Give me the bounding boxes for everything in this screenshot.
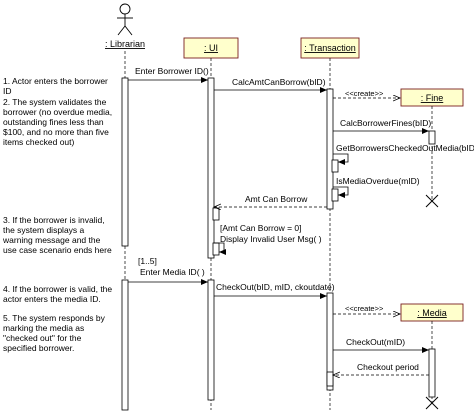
enter-media-id-label: Enter Media ID( ) xyxy=(140,267,205,277)
ui-label: : UI xyxy=(204,43,218,53)
get-checked-out-media-label: GetBorrowersCheckedOutMedia(bID) xyxy=(336,143,474,153)
ui-participant-box: : UI xyxy=(183,37,239,59)
calc-borrower-fines-label: CalcBorrowerFines(bID) xyxy=(340,118,431,128)
check-out-transaction-label: CheckOut(bID, mID, ckoutdate) xyxy=(216,282,335,292)
display-invalid-msg-label: Display Invalid User Msg( ) xyxy=(220,234,322,244)
media-activation xyxy=(428,348,436,398)
librarian-activation-2 xyxy=(121,279,129,411)
ui-activation-2 xyxy=(212,207,220,221)
multiplicity-label: [1..5] xyxy=(138,256,157,266)
note-step-3: 3. If the borrower is invalid, the syste… xyxy=(3,215,112,255)
transaction-activation-1 xyxy=(326,88,334,210)
media-label: : Media xyxy=(417,308,447,318)
librarian-actor-icon xyxy=(117,3,133,36)
transaction-activation-2 xyxy=(331,159,339,173)
amt-can-borrow-label: Amt Can Borrow xyxy=(245,194,308,204)
note-step-1: 1. Actor enters the borrower ID xyxy=(3,76,108,96)
checkout-period-label: Checkout period xyxy=(357,362,419,372)
media-destroy-icon xyxy=(425,396,439,410)
ui-activation-3 xyxy=(212,242,220,256)
fine-label: : Fine xyxy=(421,93,444,103)
guard-amt-zero-label: [Amt Can Borrow = 0] xyxy=(220,223,302,233)
enter-borrower-id-label: Enter Borrower ID() xyxy=(135,66,209,76)
fine-activation xyxy=(428,130,436,145)
create-fine-label: <<create>> xyxy=(345,89,384,98)
fine-participant-box: : Fine xyxy=(400,88,464,107)
note-step-5: 5. The system responds by marking the me… xyxy=(3,313,105,353)
media-participant-box: : Media xyxy=(400,303,464,322)
is-media-overdue-self-arrow xyxy=(333,186,349,198)
librarian-activation-1 xyxy=(121,77,129,247)
check-out-media-label: CheckOut(mID) xyxy=(346,337,405,347)
librarian-label: : Librarian xyxy=(105,39,145,49)
get-checked-out-media-self-arrow xyxy=(333,153,349,165)
transaction-activation-5 xyxy=(326,371,334,387)
transaction-activation-4 xyxy=(326,292,334,391)
transaction-label: : Transaction xyxy=(304,43,356,53)
transaction-participant-box: : Transaction xyxy=(300,37,360,59)
note-step-4: 4. If the borrower is valid, the actor e… xyxy=(3,284,113,304)
ui-activation-4 xyxy=(207,279,215,401)
transaction-activation-3 xyxy=(331,188,339,202)
is-media-overdue-label: IsMediaOverdue(mID) xyxy=(336,176,420,186)
display-invalid-msg-self-arrow xyxy=(214,242,226,255)
fine-destroy-icon xyxy=(425,194,439,208)
create-media-label: <<create>> xyxy=(345,304,384,313)
ui-activation-1 xyxy=(207,77,215,259)
note-step-2: 2. The system validates the borrower (no… xyxy=(3,97,113,147)
calc-amt-can-borrow-label: CalcAmtCanBorrow(bID) xyxy=(232,77,326,87)
